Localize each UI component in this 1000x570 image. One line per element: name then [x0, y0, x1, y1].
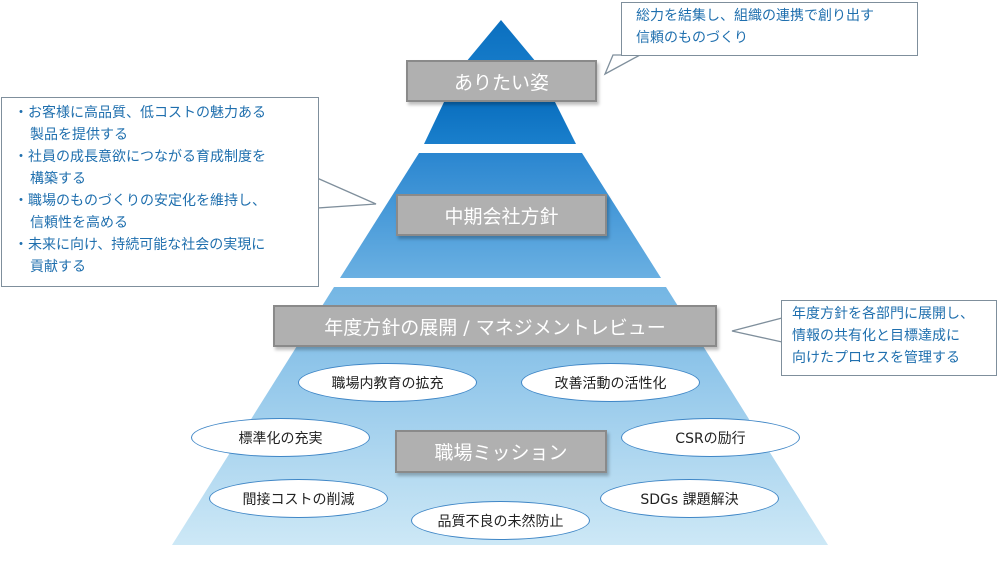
bullet-line: ・職場のものづくりの安定化を維持し、	[14, 193, 266, 209]
mission-oval: 間接コストの削減	[209, 479, 388, 518]
mission-oval: 職場内教育の拡充	[298, 363, 477, 402]
bullet-mark: ・	[14, 105, 28, 121]
level-label-base: 職場ミッション	[395, 430, 607, 473]
mission-oval: CSRの励行	[621, 418, 800, 457]
callout-top-right: 総力を結集し、組織の連携で創り出す 信頼のものづくり	[621, 2, 918, 56]
level-label-upper-low: 年度方針の展開 / マネジメントレビュー	[273, 305, 717, 347]
bullet-line: 信頼性を高める	[30, 215, 128, 231]
pyramid-tier-upper	[424, 102, 576, 144]
bullet-mark: ・	[14, 193, 28, 209]
callout-pointer-top-right	[603, 54, 641, 76]
callout-line: 信頼のものづくり	[636, 30, 748, 46]
bullet-line: ・社員の成長意欲につながる育成制度を	[14, 149, 266, 165]
bullet-mark: ・	[14, 237, 28, 253]
bullet-mark: ・	[14, 149, 28, 165]
callout-left: ・お客様に高品質、低コストの魅力ある 製品を提供する ・社員の成長意欲につながる…	[1, 97, 319, 287]
callout-right: 年度方針を各部門に展開し、 情報の共有化と目標達成に 向けたプロセスを管理する	[781, 300, 997, 376]
callout-line: 年度方針を各部門に展開し、	[792, 306, 974, 322]
bullet-line: 製品を提供する	[30, 127, 128, 143]
callout-pointer-left	[316, 177, 377, 209]
callout-line: 情報の共有化と目標達成に	[792, 328, 960, 344]
callout-pointer-right	[731, 317, 783, 343]
callout-line: 向けたプロセスを管理する	[792, 350, 960, 366]
mission-oval: 標準化の充実	[191, 418, 370, 457]
mission-oval: SDGs 課題解決	[600, 479, 779, 518]
level-label-mid: 中期会社方針	[396, 194, 607, 236]
mission-oval: 改善活動の活性化	[521, 363, 700, 402]
bullet-line: ・未来に向け、持続可能な社会の実現に	[14, 237, 266, 253]
callout-line: 総力を結集し、組織の連携で創り出す	[636, 8, 874, 24]
level-label-top: ありたい姿	[406, 60, 597, 102]
bullet-line: ・お客様に高品質、低コストの魅力ある	[14, 105, 266, 121]
bullet-line: 構築する	[30, 171, 86, 187]
bullet-line: 貢献する	[30, 259, 86, 275]
mission-oval: 品質不良の未然防止	[411, 501, 590, 540]
